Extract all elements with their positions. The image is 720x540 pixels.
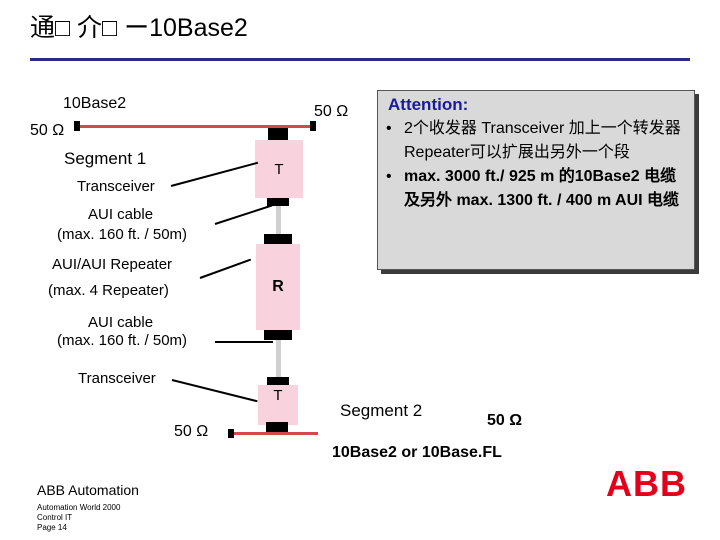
bullet-dot-icon: •: [386, 120, 392, 137]
segment2-cable: [230, 432, 318, 435]
footer-line-3: Page 14: [37, 523, 67, 532]
transceiver-bottom: T: [258, 385, 298, 425]
repeater-box: R: [256, 244, 300, 330]
aui-cable-1: [276, 206, 281, 234]
attention-heading: Attention:: [388, 95, 469, 114]
transceiver-1-label: Transceiver: [77, 178, 155, 195]
bottom-caption: 10Base2 or 10Base.FL: [332, 444, 502, 461]
aui-cable-2-length: (max. 160 ft. / 50m): [57, 332, 188, 349]
footer-org: ABB Automation: [37, 482, 139, 498]
aui-connector-2: [267, 377, 289, 385]
terminator-left-top-label: 50 Ω: [30, 122, 65, 139]
aui-connector-1: [267, 198, 289, 206]
segment1-name-label: 10Base2: [63, 95, 127, 112]
aui-cable-1-length: (max. 160 ft. / 50m): [57, 226, 188, 243]
bullet-dot-icon: •: [386, 168, 392, 185]
transceiver-1-leader: [170, 161, 259, 187]
abb-logo: ABB: [606, 463, 687, 504]
callout-bullet-1: • 2个收发器 Transceiver 加上一个转发器 Repeater可以扩展…: [386, 117, 686, 165]
segment1-cable: [76, 125, 312, 128]
footer-line-2: Control IT: [37, 513, 73, 522]
title-divider: [30, 58, 690, 61]
repeater-connector-top: [264, 234, 292, 244]
attention-callout: Attention: • 2个收发器 Transceiver 加上一个转发器 R…: [377, 90, 695, 270]
callout-bullet-2-text: max. 3000 ft./ 925 m 的10Base2 电缆及另外 max.…: [404, 168, 680, 209]
page-title: 通□ 介□ ー10Base2: [30, 14, 248, 42]
aui-cable-2: [276, 340, 281, 378]
transceiver-top-label: T: [274, 160, 284, 178]
transceiver-top: T: [255, 140, 303, 198]
transceiver-bottom-label: T: [273, 387, 283, 404]
tap-connector-bottom: [266, 422, 288, 434]
terminator-left-bottom: [228, 429, 234, 438]
repeater-limit-label: (max. 4 Repeater): [48, 282, 169, 299]
repeater-leader: [199, 258, 252, 279]
footer-line-1: Automation World 2000: [37, 503, 121, 512]
callout-bullet-1-text: 2个收发器 Transceiver 加上一个转发器 Repeater可以扩展出另…: [404, 120, 681, 161]
aui-cable-2-label: AUI cable: [88, 314, 154, 331]
tap-connector-top: [268, 128, 288, 140]
terminator-left-top: [74, 121, 80, 131]
aui-cable-1-leader: [214, 204, 273, 225]
terminator-left-bottom-label: 50 Ω: [174, 423, 209, 440]
terminator-right-top: [310, 121, 316, 131]
segment2-label: Segment 2: [340, 401, 423, 420]
aui-cable-1-label: AUI cable: [88, 206, 154, 223]
callout-bullet-2: • max. 3000 ft./ 925 m 的10Base2 电缆及另外 ma…: [386, 165, 686, 213]
segment1-label: Segment 1: [64, 149, 147, 168]
aui-cable-2-leader: [215, 341, 273, 343]
transceiver-2-label: Transceiver: [78, 370, 156, 387]
terminator-right-bottom-label: 50 Ω: [487, 412, 523, 429]
repeater-label: R: [272, 278, 284, 295]
transceiver-2-leader: [171, 379, 258, 403]
terminator-right-top-label: 50 Ω: [314, 103, 349, 120]
repeater-connector-bottom: [264, 330, 292, 340]
repeater-type-label: AUI/AUI Repeater: [52, 256, 173, 273]
